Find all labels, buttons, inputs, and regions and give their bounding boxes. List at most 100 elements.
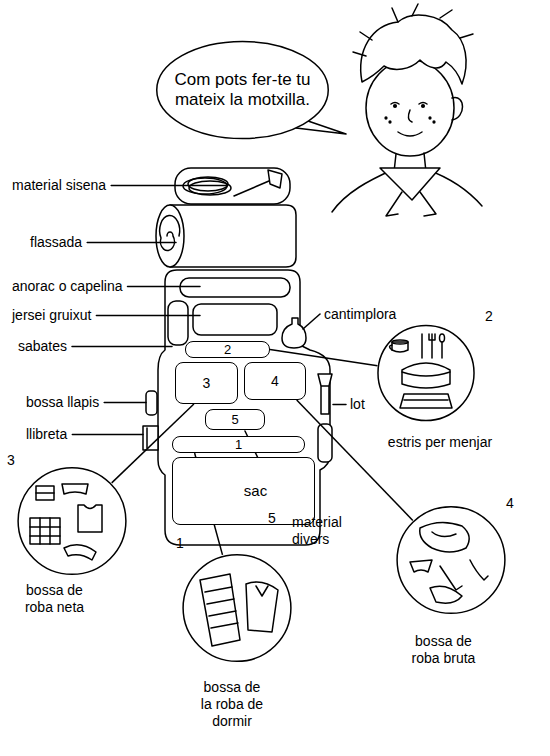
backpack-outline: [180, 278, 290, 297]
scout-boy: [452, 98, 463, 120]
scout-boy: [408, 110, 412, 122]
eating-kit-icons: [390, 334, 453, 408]
compartment-label: 2: [224, 343, 231, 357]
scout-boy: [429, 117, 431, 119]
eating-kit-icons: [440, 334, 445, 342]
bag-caption: bossa de la roba de dormir: [197, 679, 267, 729]
circle-outline: [378, 325, 474, 420]
dirty-clothes-icons: [410, 560, 432, 572]
eating-kit-icons: [390, 345, 393, 350]
flassada-roll: [156, 205, 184, 267]
circle-outline: [182, 553, 292, 663]
compartment-label: 1: [235, 438, 242, 452]
scout-boy: [433, 121, 435, 123]
leader-lines: [128, 286, 201, 288]
scout-boy: [394, 105, 397, 108]
eating-kit-icons: [402, 363, 450, 388]
eating-kit-icons: [392, 340, 408, 344]
scout-boy: [385, 117, 387, 119]
leader-lines: [111, 185, 226, 187]
scout-boy: [380, 168, 440, 200]
circle-outline: [17, 466, 127, 576]
compartment-box: 2: [185, 341, 270, 358]
scout-boy: [389, 121, 391, 123]
dirty-clothes-icons: [440, 560, 488, 590]
speech-bubble: Com pots fer-te tu mateix la motxilla.: [155, 40, 330, 140]
part-label: material divers: [292, 514, 367, 548]
callout-number: 3: [7, 452, 15, 469]
flassada-roll: [156, 205, 296, 267]
part-label: jersei gruixut: [12, 307, 91, 324]
clean-clothes-icons: [78, 505, 102, 532]
circle-outline: [18, 468, 126, 575]
bubble-outline: [157, 42, 329, 139]
sleepwear-icons: [200, 574, 278, 646]
sleepwear-icons: [246, 582, 278, 632]
scout-boy: [366, 60, 454, 156]
clean-clothes-icons: [64, 545, 96, 560]
callout-number: 1: [176, 535, 184, 552]
part-label: lot: [350, 396, 365, 413]
compartment-label: sac: [244, 483, 267, 499]
clean-clothes-icons: [62, 484, 88, 494]
part-label: anorac o capelina: [12, 278, 123, 295]
dirty-clothes-icons: [432, 532, 456, 537]
compartment-label: 3: [203, 376, 211, 391]
part-label: flassada: [30, 234, 82, 251]
clean-clothes-icons: [36, 492, 54, 494]
material-sisena-roll: [268, 170, 282, 188]
bag-caption: estris per menjar: [365, 434, 515, 451]
circle-outline: [183, 555, 291, 662]
sleepwear-icons: [256, 586, 268, 596]
sleepwear-icons: [200, 574, 240, 646]
scout-boy: [361, 15, 466, 84]
compartment-box: 5: [205, 409, 265, 430]
scout-boy: [422, 105, 425, 108]
compartment-label: 4: [271, 374, 279, 389]
part-label: cantimplora: [324, 306, 396, 323]
clean-clothes-icons: [36, 486, 54, 500]
part-label: sabates: [18, 338, 67, 355]
clean-clothes-icons: [30, 518, 60, 544]
detail-circle: 1bossa de la roba de dormir: [182, 553, 292, 663]
compartment-box: 4: [244, 362, 306, 400]
leader-lines: [303, 314, 320, 329]
backpack-outline: [146, 391, 157, 415]
part-label: bossa llapis: [26, 394, 99, 411]
speech-text: Com pots fer-te tu mateix la motxilla.: [173, 70, 313, 111]
backpack-outline: [282, 318, 306, 348]
part-label: llibreta: [26, 426, 67, 443]
leader-lines: [87, 242, 176, 244]
callout-number: 4: [506, 495, 514, 512]
dirty-clothes-icons: [430, 586, 462, 603]
eating-kit-icons: [422, 334, 435, 358]
sleepwear-icons: [205, 587, 238, 628]
clean-clothes-icons: [30, 484, 102, 560]
backpack-outline: [318, 374, 332, 414]
leader-lines: [72, 434, 143, 436]
callout-number: 2: [485, 308, 493, 325]
circle-outline: [396, 505, 506, 615]
leader-lines: [72, 346, 172, 348]
leader-lines: [333, 404, 346, 406]
scout-boy: [353, 4, 473, 56]
flassada-roll: [170, 205, 296, 267]
leader-lines: [104, 402, 146, 404]
circle-outline: [397, 507, 505, 614]
detail-circle: 4bossa de roba bruta: [396, 505, 506, 615]
scout-boy: [398, 132, 422, 136]
scout-boy: [386, 192, 436, 216]
leader-lines: [96, 315, 200, 317]
compartment-label: 5: [231, 413, 238, 427]
callout-number: 5: [268, 510, 276, 527]
flassada-roll: [160, 216, 180, 251]
eating-kit-icons: [441, 342, 443, 358]
material-sisena-roll: [189, 181, 231, 195]
circle-outline: [377, 324, 475, 422]
part-label: material sisena: [12, 177, 106, 194]
detail-circle: 3bossa de roba neta: [17, 466, 127, 576]
detail-circle: 2estris per menjar: [377, 324, 475, 422]
eating-kit-icons: [402, 372, 450, 376]
backpack-outline: [146, 428, 148, 448]
